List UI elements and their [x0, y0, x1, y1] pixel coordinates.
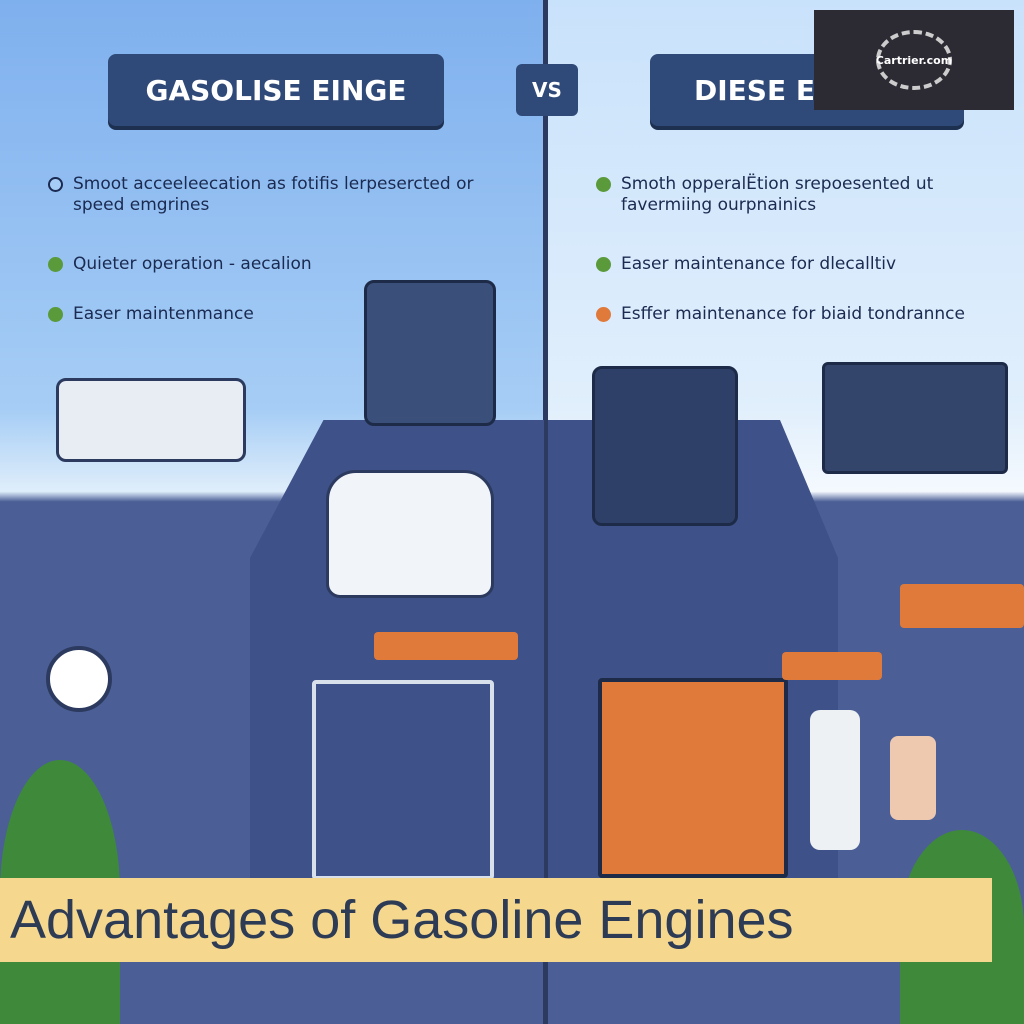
wrench-icon: [374, 632, 518, 660]
bullet-dot-icon: [596, 307, 611, 322]
gas-toolbox-icon: [312, 680, 494, 880]
gear-icon: Cartrier.com: [876, 30, 952, 90]
divider: [543, 0, 548, 1024]
gas-bullet-1: Smoot acceeleecation as fotifis lerpeser…: [48, 174, 488, 217]
bullet-dot-icon: [48, 257, 63, 272]
caption-banner: Advantages of Gasoline Engines: [0, 878, 992, 962]
gauge-icon: [46, 646, 112, 712]
bullet-dot-icon: [48, 307, 63, 322]
bullet-dot-icon: [48, 177, 63, 192]
suv-icon: [56, 378, 246, 462]
chainsaw-icon: [900, 584, 1024, 628]
diesel-bullet-1: Smoth opperalЁtion srepoesented ut faver…: [596, 174, 996, 217]
gasoline-title: GASOLISE EINGE: [108, 54, 444, 126]
bullet-dot-icon: [596, 177, 611, 192]
diesel-bullet-2: Easer maintenance for dlecalltiv: [596, 254, 896, 275]
watermark-logo: Cartrier.com: [814, 10, 1014, 110]
jar-icon: [890, 736, 936, 820]
diesel-toolbox-icon: [598, 678, 788, 878]
gas-bullet-2: Quieter operation - aecalion: [48, 254, 312, 275]
gas-bullet-3: Easer maintenmance: [48, 304, 254, 325]
box-truck-icon: [822, 362, 1008, 474]
bottle-icon: [810, 710, 860, 850]
vs-badge: VS: [516, 64, 578, 116]
bullet-dot-icon: [596, 257, 611, 272]
diesel-bullet-3: Esffer maintenance for biaid tondrannce: [596, 304, 965, 325]
truck-front-icon: [364, 280, 496, 426]
diesel-truck-front-icon: [592, 366, 738, 526]
pipe-fitting-icon: [782, 652, 882, 680]
white-car-icon: [326, 470, 494, 598]
